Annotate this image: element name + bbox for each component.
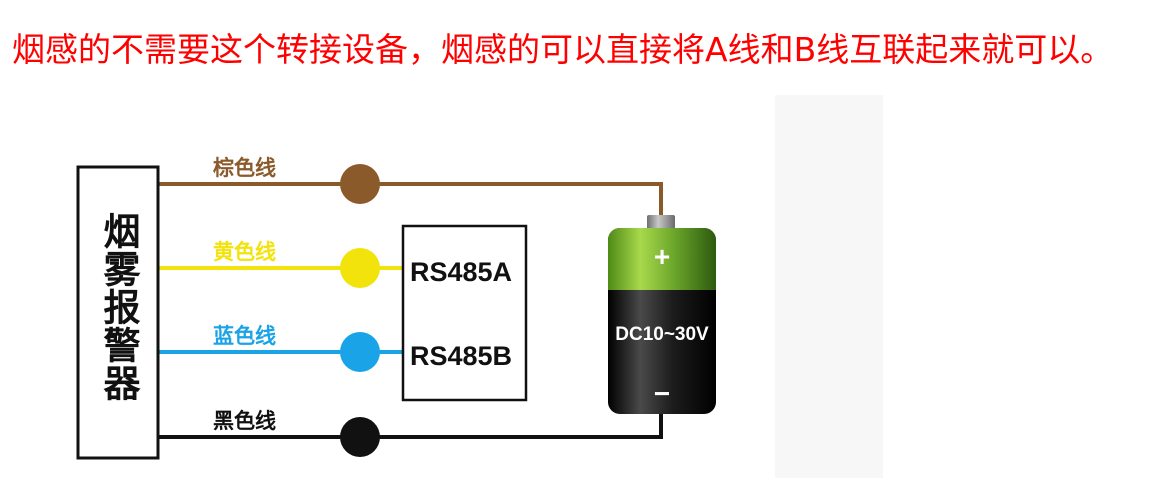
battery-top-band xyxy=(608,228,716,290)
smoke-detector-label: 烟雾报警器 xyxy=(97,212,140,402)
yellow-wire-connector xyxy=(340,248,380,288)
smoke-detector-box xyxy=(76,165,160,460)
battery-voltage-label: DC10~30V xyxy=(615,324,709,345)
blue-wire-connector xyxy=(340,332,380,372)
background-panel xyxy=(775,95,883,478)
blue-wire-label: 蓝色线 xyxy=(213,324,276,348)
black-wire xyxy=(158,412,663,439)
rs485b-label: RS485B xyxy=(410,341,512,371)
battery: + DC10~30V − xyxy=(608,215,716,414)
rs485a-label: RS485A xyxy=(410,257,512,287)
yellow-wire-label: 黄色线 xyxy=(213,240,276,264)
rs485-box xyxy=(401,224,528,402)
battery-terminal xyxy=(647,215,675,231)
black-wire-connector xyxy=(340,417,380,457)
brown-wire-connector xyxy=(340,164,380,204)
battery-negative-sign: − xyxy=(654,378,670,409)
brown-wire-label: 棕色线 xyxy=(213,156,276,180)
brown-wire xyxy=(158,182,663,218)
page-title: 烟感的不需要这个转接设备，烟感的可以直接将A线和B线互联起来就可以。 xyxy=(12,30,1114,69)
battery-positive-sign: + xyxy=(654,241,670,272)
black-wire-label: 黑色线 xyxy=(213,409,276,433)
